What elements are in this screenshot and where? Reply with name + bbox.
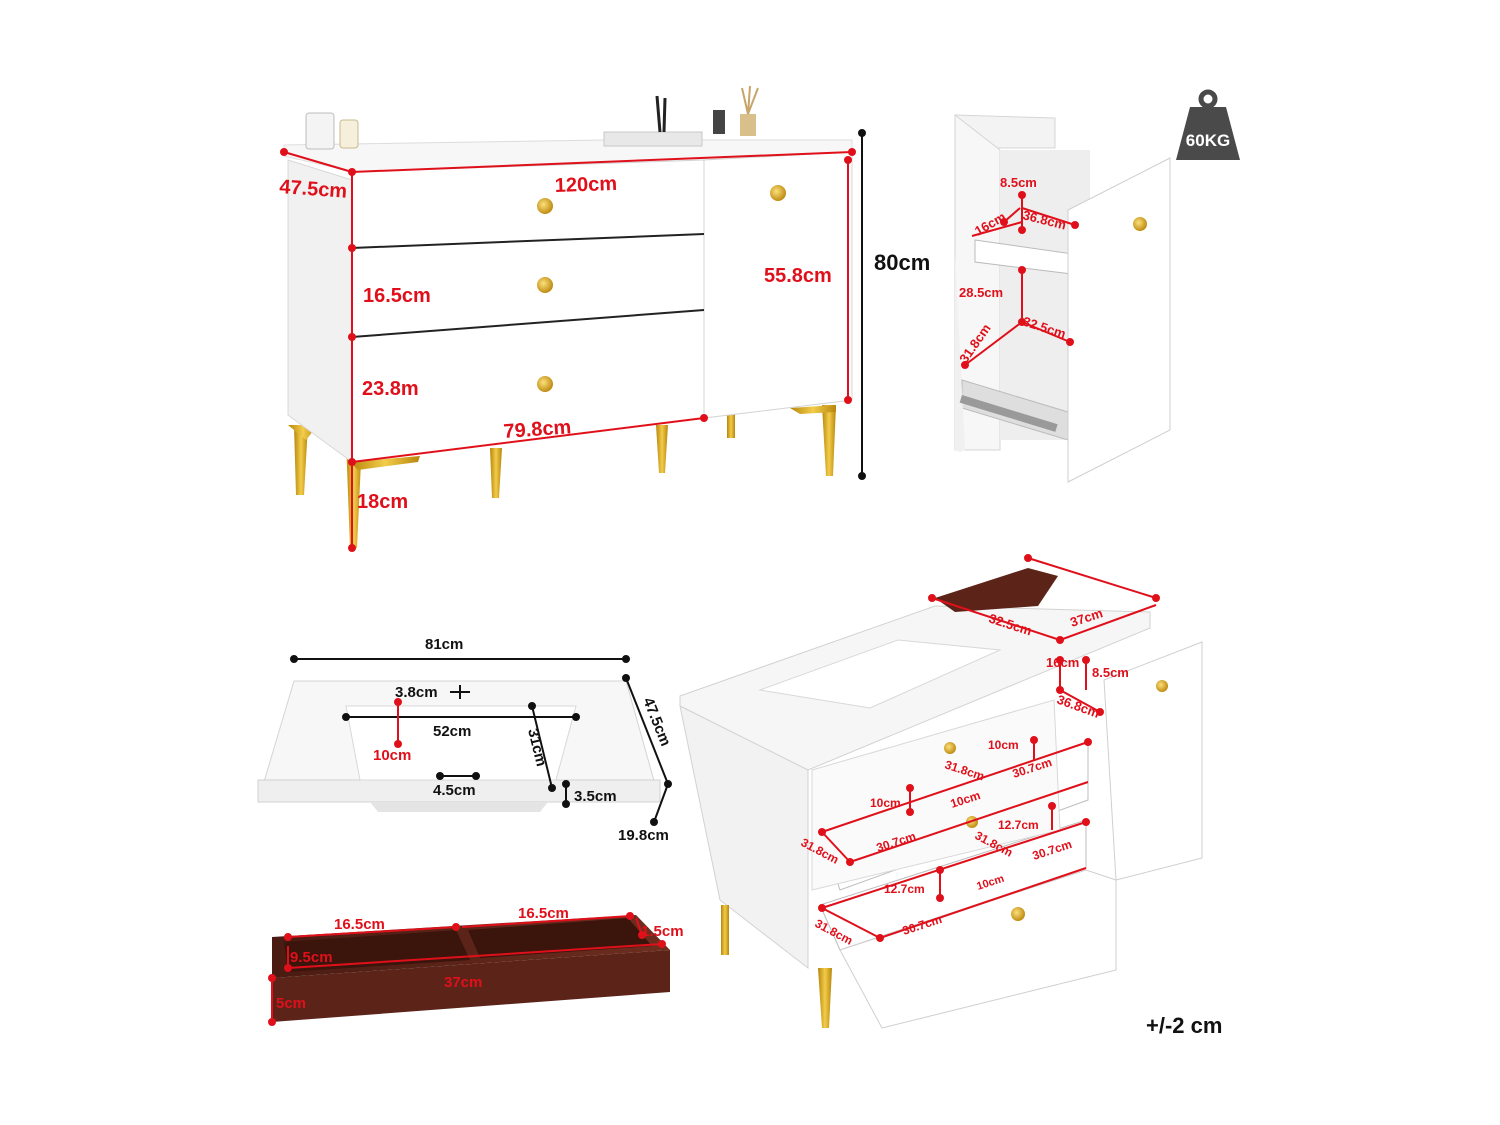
door-height-label: 55.8cm <box>764 265 832 287</box>
compartment-left: 16.5cm <box>334 916 385 933</box>
leg <box>721 905 729 955</box>
tolerance-note: +/-2 cm <box>1146 1013 1222 1038</box>
drawer1-divider-2: 10cm <box>870 796 901 810</box>
leg <box>294 425 308 495</box>
tray-view: 16.5cm 16.5cm 1.5cm 9.5cm 37cm 5cm <box>268 905 684 1026</box>
open-door[interactable] <box>1103 641 1203 881</box>
compartment-right: 16.5cm <box>518 905 569 922</box>
drawer-knob[interactable] <box>537 376 553 392</box>
door-knob[interactable] <box>1156 680 1168 692</box>
drawer-knob[interactable] <box>944 742 956 754</box>
shelf-width: 36.8cm <box>1055 692 1102 721</box>
candle-decor <box>339 119 359 149</box>
bottom-drawer-height-label: 23.8m <box>362 378 419 400</box>
side-door[interactable] <box>1067 157 1171 483</box>
basin-edge: 3.5cm <box>574 788 617 805</box>
faucet-hole: 3.8cm <box>395 684 438 701</box>
depth-label: 47.5cm <box>279 176 348 203</box>
open-cabinet-view: 32.5cm 37cm 16cm 8.5cm 36.8cm 10cm 31.8c… <box>679 554 1222 1038</box>
drawer-height-label: 16.5cm <box>363 285 431 307</box>
drawer-width-label: 79.8cm <box>503 416 572 443</box>
leg <box>727 414 735 438</box>
bottle-decor <box>713 110 725 134</box>
tray-height: 5cm <box>276 995 306 1012</box>
drawer2-divider: 12.7cm <box>884 882 925 896</box>
basin-width: 81cm <box>425 636 463 653</box>
leg <box>490 448 502 498</box>
total-height-label: 80cm <box>874 250 930 275</box>
tray-inner-depth: 9.5cm <box>290 949 333 966</box>
tray-length: 37cm <box>444 974 482 991</box>
cabinet-front <box>351 159 705 463</box>
drain-offset: 10cm <box>373 747 411 764</box>
top-shelf-height: 8.5cm <box>1000 175 1037 190</box>
overflow-width: 4.5cm <box>433 782 476 799</box>
basin-depth: 47.5cm <box>639 695 674 749</box>
lower-height: 28.5cm <box>959 285 1003 300</box>
door-knob[interactable] <box>1133 217 1147 231</box>
bowl-width: 52cm <box>433 723 471 740</box>
jar-decor <box>305 112 335 150</box>
basin-view: 81cm 47.5cm 3.8cm 52cm 31cm 10cm 4.5cm 3… <box>257 636 674 844</box>
door-knob[interactable] <box>770 185 786 201</box>
tray-on-top <box>603 131 703 147</box>
weight-label: 60KG <box>1186 131 1230 150</box>
shelf-depth: 16cm <box>1046 655 1079 670</box>
drain-offset-line <box>394 698 402 748</box>
cabinet-side <box>287 159 353 463</box>
height-line <box>858 129 866 480</box>
tray-wall: 1.5cm <box>641 923 684 940</box>
tray-dimension-lines <box>268 912 666 1026</box>
basin-height: 19.8cm <box>618 827 669 844</box>
diffuser-decor <box>740 114 756 136</box>
drawer2-top: 12.7cm <box>998 818 1039 832</box>
drawer-knob[interactable] <box>537 198 553 214</box>
side-dimension-lines <box>961 191 1079 369</box>
leg <box>818 968 832 1028</box>
leg-bracket <box>790 405 836 414</box>
basin-dimension-lines <box>290 655 672 826</box>
leg-bracket <box>350 456 420 470</box>
drawer-slide <box>959 395 1058 432</box>
shelf-height: 8.5cm <box>1092 665 1129 680</box>
main-dimension-lines <box>280 148 856 552</box>
width-label: 120cm <box>554 173 617 197</box>
drawer-knob[interactable] <box>1011 907 1025 921</box>
leg-height-label: 18cm <box>357 491 408 513</box>
drawer1-divider: 10cm <box>988 738 1019 752</box>
open-dimension-lines <box>818 554 1160 942</box>
weight-badge: 60KG <box>1176 89 1240 160</box>
main-cabinet-view: 47.5cm 120cm 80cm 16.5cm 23.8m 55.8cm 79… <box>279 85 930 552</box>
leg <box>822 405 836 476</box>
leg <box>656 425 668 473</box>
drawer-knob[interactable] <box>537 277 553 293</box>
side-open-view: 60KG 8.5cm 16cm 36.8cm 28.5cm 32.5cm 31.… <box>954 89 1240 483</box>
